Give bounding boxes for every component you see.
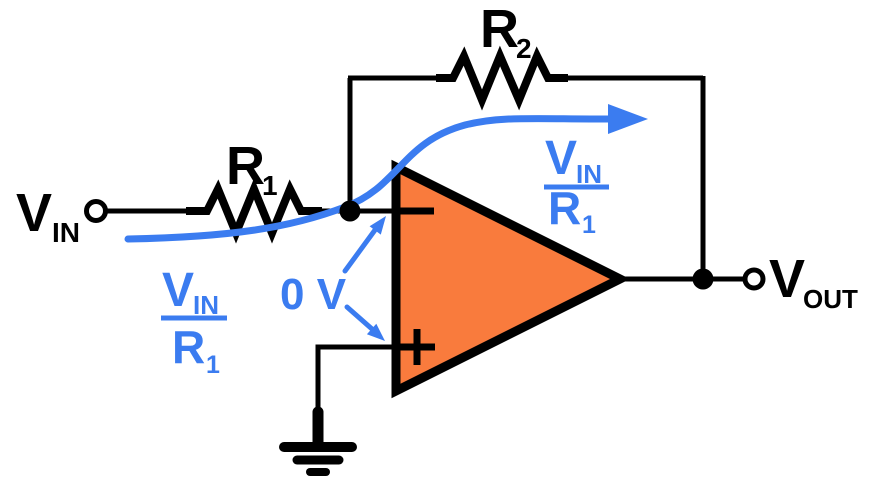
frac-right-den-base: R (548, 182, 581, 234)
frac-right-den-sub: 1 (582, 211, 596, 239)
zerov-arrow-upper-head-icon (369, 216, 386, 235)
current-label-left: V IN R 1 (161, 264, 227, 379)
zerov-arrow-upper-line (342, 227, 378, 274)
resistor-r1 (186, 178, 322, 244)
output-terminal-icon (742, 267, 766, 291)
frac-left-den-base: R (172, 321, 205, 373)
frac-left-num-sub: IN (193, 290, 219, 320)
frac-right-num-sub: IN (576, 159, 602, 189)
vin-label: V (16, 183, 52, 243)
current-arrow-icon (608, 104, 648, 134)
frac-right-num-base: V (545, 132, 577, 185)
vout-label: V (769, 249, 805, 309)
virtual-ground-label: 0 V (280, 270, 347, 319)
current-label-right: V IN R 1 (544, 132, 609, 239)
resistor-r2 (436, 45, 568, 111)
frac-left-num-base: V (162, 264, 194, 317)
input-terminal-icon (84, 199, 108, 223)
noninverting-input-wire (315, 344, 394, 418)
noninverting-input-icon (399, 329, 435, 365)
zerov-arrow-lower-line (344, 304, 375, 332)
current-flow-curve (124, 115, 616, 243)
frac-left-den-sub: 1 (206, 351, 220, 379)
vin-subscript: IN (52, 217, 80, 248)
r1-subscript: 1 (262, 170, 278, 201)
r2-label: R (480, 0, 519, 59)
ground-icon (279, 406, 357, 476)
inverting-node-dot (339, 200, 361, 222)
vout-subscript: OUT (803, 284, 858, 314)
annotation-layer: V IN R 1 0 V V IN R 1 (124, 104, 648, 379)
label-layer: V IN R 1 R 2 V OUT (16, 0, 858, 314)
r2-subscript: 2 (516, 33, 532, 64)
zerov-arrow-lower-head-icon (366, 323, 385, 341)
output-node-dot (692, 268, 714, 290)
r1-label: R (226, 136, 265, 196)
opamp-body (391, 159, 631, 399)
